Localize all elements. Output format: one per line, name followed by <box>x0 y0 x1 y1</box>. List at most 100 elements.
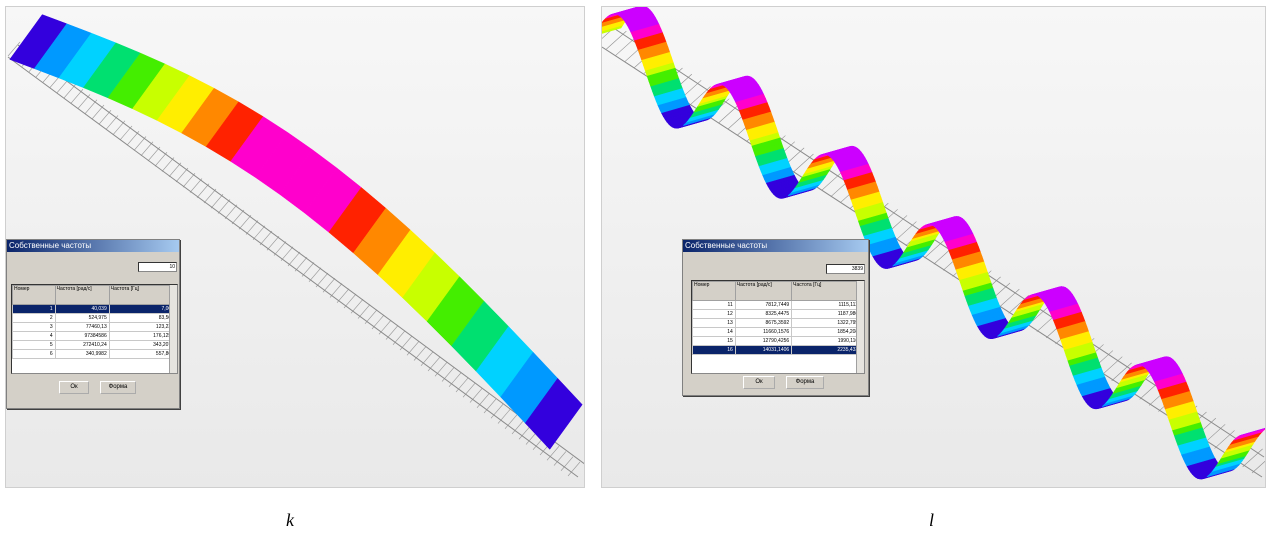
column-header-hz[interactable]: Частота [Гц] <box>791 281 864 301</box>
figure-label-k: k <box>286 510 294 530</box>
mesh-line <box>793 153 814 173</box>
mesh-line <box>224 204 238 219</box>
mesh-line <box>441 367 455 382</box>
cell-number: 4 <box>12 331 56 341</box>
mesh-line <box>427 356 441 372</box>
figure-label-l: l <box>929 510 935 530</box>
mesh-line <box>497 409 511 424</box>
cell-rad: 7812,7449 <box>734 300 793 310</box>
mesh-line <box>615 37 636 56</box>
cell-rad: 11660,1576 <box>734 327 793 337</box>
mesh-line <box>546 446 560 461</box>
mesh-line <box>469 388 483 403</box>
mesh-line <box>518 425 532 440</box>
table-scrollbar[interactable] <box>169 285 177 373</box>
modes-count-field[interactable]: 10 <box>138 262 177 272</box>
mesh-line <box>718 104 739 124</box>
mesh-line <box>413 346 427 361</box>
cell-rad: 524,975 <box>54 313 110 323</box>
mesh-line <box>133 136 147 151</box>
mesh-edge-line <box>602 46 1263 478</box>
cell-rad: 12790,4256 <box>734 336 793 346</box>
table-scrollbar[interactable] <box>856 281 864 373</box>
cell-rad: 8675,3592 <box>734 318 793 328</box>
mesh-edge-line <box>17 44 584 465</box>
mode-view-l: Собственные частоты 3839 Номер Частота [… <box>601 6 1266 488</box>
mesh-line <box>189 178 203 193</box>
cell-number: 12 <box>692 309 736 319</box>
mesh-line <box>301 262 315 277</box>
cell-hz: 343,2073 <box>108 340 177 350</box>
mesh-line <box>287 251 301 267</box>
ribbon-segment <box>1241 428 1265 436</box>
mesh-line <box>392 330 406 345</box>
mesh-line <box>399 335 413 351</box>
modes-count-field[interactable]: 3839 <box>826 264 865 274</box>
mesh-line <box>266 236 280 251</box>
mesh-line <box>7 41 21 57</box>
cell-rad: 272410,24 <box>54 340 110 350</box>
cell-number: 11 <box>692 300 736 310</box>
cell-number: 5 <box>12 340 56 350</box>
cell-hz: 83,503 <box>108 313 177 323</box>
cell-number: 6 <box>12 349 56 359</box>
mesh-line <box>245 220 259 235</box>
cell-rad: 77460,13 <box>54 322 110 332</box>
mesh-line <box>999 288 1020 308</box>
eigenfrequencies-dialog-k[interactable]: Собственные частоты 10 Номер Частота [ра… <box>6 239 180 409</box>
cell-number: 15 <box>692 336 736 346</box>
mesh-line <box>434 362 448 377</box>
cell-rad: 14031,1406 <box>734 345 793 355</box>
column-header-number[interactable]: Номер <box>12 285 56 305</box>
mesh-line <box>147 146 161 162</box>
mesh-line <box>308 267 322 282</box>
cell-number: 1 <box>12 304 56 314</box>
dialog-title: Собственные частоты <box>7 240 179 252</box>
mesh-line <box>294 257 308 272</box>
cell-hz: 2235,4330 <box>791 345 864 355</box>
mesh-line <box>182 173 196 188</box>
mesh-line <box>203 188 217 204</box>
eigenfrequencies-dialog-l[interactable]: Собственные частоты 3839 Номер Частота [… <box>682 239 869 396</box>
form-button[interactable]: Форма <box>786 376 824 389</box>
mesh-line <box>273 241 287 256</box>
mesh-line <box>406 341 420 356</box>
mesh-line <box>560 456 574 471</box>
column-header-rad[interactable]: Частота [рад/с] <box>54 285 110 305</box>
column-header-number[interactable]: Номер <box>692 281 736 301</box>
beam-mode-plot-k <box>7 14 584 478</box>
cell-rad: 97384586 <box>54 331 110 341</box>
mesh-line <box>315 272 329 288</box>
cell-rad: 340,9982 <box>54 349 110 359</box>
mesh-line <box>553 451 567 466</box>
column-header-hz[interactable]: Частота [Гц] <box>108 285 177 305</box>
cell-hz: 1115,1123 <box>791 300 864 310</box>
form-button[interactable]: Форма <box>100 381 136 394</box>
mode-view-k: Собственные частоты 10 Номер Частота [ра… <box>5 6 585 488</box>
ok-button[interactable]: Ок <box>59 381 89 394</box>
mesh-line <box>420 351 434 366</box>
mesh-line <box>924 239 945 259</box>
mesh-line <box>462 383 476 398</box>
mesh-line <box>161 157 175 172</box>
column-header-rad[interactable]: Частота [рад/с] <box>734 281 793 301</box>
mesh-line <box>238 215 252 230</box>
cell-number: 16 <box>692 345 736 355</box>
mesh-line <box>140 141 154 156</box>
cell-hz: 176,1257 <box>108 331 177 341</box>
ok-button[interactable]: Ок <box>743 376 775 389</box>
